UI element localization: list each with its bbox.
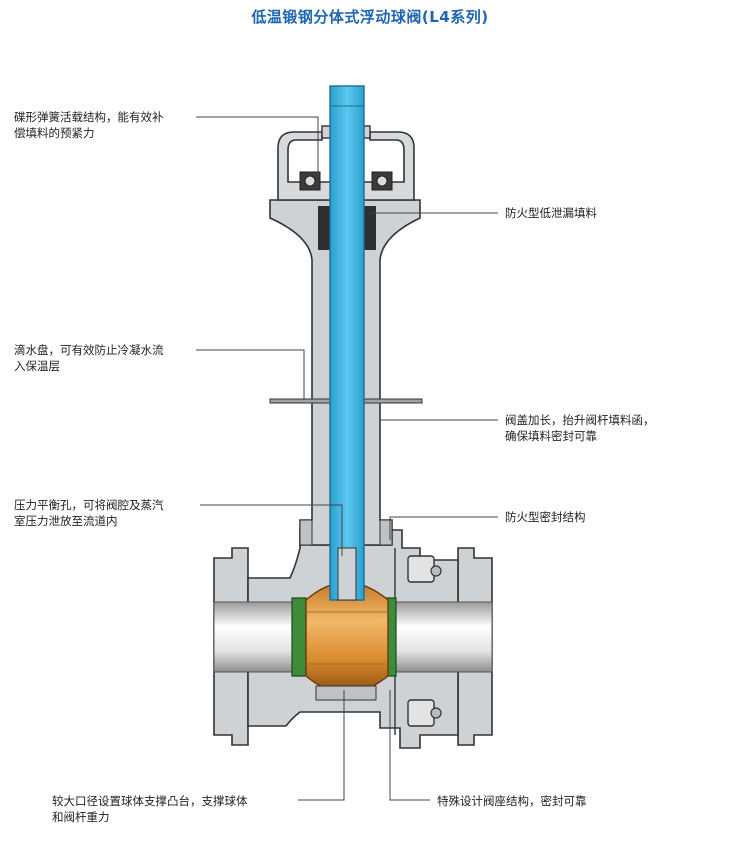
leader-balance-hole <box>200 504 343 556</box>
flow-bore-left <box>213 601 305 673</box>
stem <box>329 85 365 601</box>
packing-left <box>318 206 330 250</box>
leader-lines <box>196 116 498 801</box>
support-boss <box>315 685 377 701</box>
leader-disc-spring <box>196 116 319 176</box>
label-balance-hole: 压力平衡孔，可将阀腔及蒸汽 室压力泄放至流道内 <box>14 498 164 528</box>
leader-seat-design <box>389 690 430 801</box>
label-fire-safe-seal: 防火型密封结构 <box>505 510 586 524</box>
label-support-boss: 较大口径设置球体支撑凸台，支撑球体 和阀杆重力 <box>52 794 248 824</box>
label-drip-tray: 滴水盘，可有效防止冷凝水流 入保温层 <box>14 343 164 373</box>
top-bolt <box>407 555 435 583</box>
leader-support-boss <box>298 690 345 801</box>
left-seat <box>291 597 307 677</box>
flow-bore-right <box>391 601 493 673</box>
label-seat-design: 特殊设计阀座结构，密封可靠 <box>437 794 587 808</box>
leader-drip-tray <box>196 349 305 400</box>
label-extended-bonnet: 阀盖加长，抬升阀杆填料函， 确保填料密封可靠 <box>505 413 655 443</box>
bottom-bolt <box>407 699 435 727</box>
packing-right <box>364 206 376 250</box>
label-fire-safe-packing: 防火型低泄漏填料 <box>505 206 597 220</box>
page-title: 低温锻钢分体式浮动球阀(L4系列) <box>251 8 489 26</box>
label-disc-spring: 碟形弹簧活载结构，能有效补 偿填料的预紧力 <box>14 110 164 140</box>
leader-fire-safe-seal <box>389 516 498 540</box>
